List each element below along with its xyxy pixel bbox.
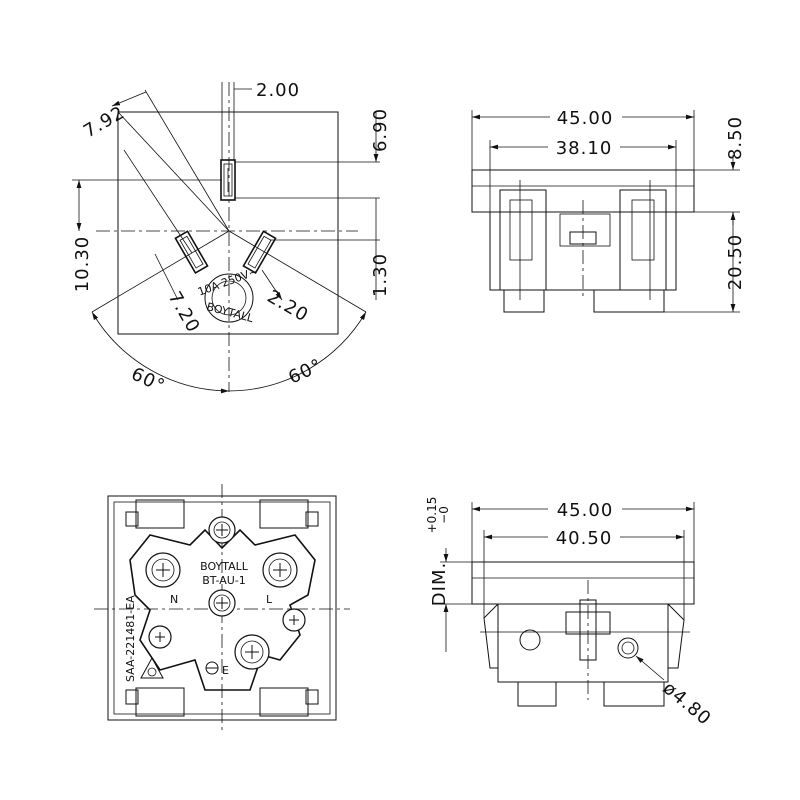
terminal-e-label: E [222, 664, 229, 677]
side-view-bottom: 45.00 40.50 DIM. +0.15 −0 ø4.80 [425, 497, 715, 730]
dim-7-92: 7.92 [80, 102, 129, 142]
dim-angle-right: 60° [285, 355, 326, 389]
screw-small-left [148, 625, 172, 649]
dim-width-40-50: 40.50 [556, 528, 613, 549]
dim-hole-dia: ø4.80 [659, 678, 715, 730]
screw-small-right [282, 608, 306, 632]
terminal-l-label: L [266, 593, 273, 606]
dim-height-8-50: 8.50 [725, 116, 746, 160]
dim-7-20: 7.20 [164, 288, 204, 337]
screw-earth [234, 634, 270, 670]
dim-1-30: 1.30 [370, 253, 391, 297]
screw-neutral [145, 552, 181, 588]
neutral-pin-slot [174, 230, 209, 275]
dim-width-45-top: 45.00 [557, 108, 614, 129]
dim-6-90: 6.90 [370, 108, 391, 152]
dim-2-00: 2.00 [256, 80, 300, 101]
front-plate-outline [117, 111, 339, 335]
dim-10-30: 10.30 [72, 236, 93, 293]
saa-approval-mark-icon [140, 656, 164, 679]
side-view-top: 45.00 38.10 8.50 20.50 [471, 108, 746, 313]
dim-angle-left: 60° [128, 363, 169, 397]
rear-brand: BOYTALL [200, 560, 249, 573]
front-view: 10A 250V~ BOYTALL 2.00 7.92 6.90 10.30 1… [72, 80, 391, 397]
screw-live [262, 552, 298, 588]
rear-model: BT-AU-1 [202, 574, 246, 587]
dim-height-20-50: 20.50 [725, 234, 746, 291]
dim-tol-minus: −0 [437, 506, 451, 524]
earth-symbol-icon [205, 661, 219, 675]
logo-rating-text: 10A 250V~ [196, 265, 259, 299]
dim-tol-plus: +0.15 [425, 497, 439, 534]
screw-top [208, 516, 236, 544]
terminal-n-label: N [170, 593, 178, 606]
screw-center [208, 589, 236, 617]
approval-number: SAA-221481-EA [124, 595, 137, 682]
earth-pin-slot [220, 159, 236, 201]
dim-label: DIM. [429, 562, 450, 606]
dim-width-38: 38.10 [556, 138, 613, 159]
live-pin-slot [242, 230, 277, 275]
certification-logo: 10A 250V~ BOYTALL [196, 265, 259, 325]
dim-width-45-bottom: 45.00 [557, 500, 614, 521]
dim-2-20: 2.20 [264, 286, 313, 326]
rear-view: BOYTALL BT-AU-1 N L E SAA-221481-EA [94, 484, 350, 730]
